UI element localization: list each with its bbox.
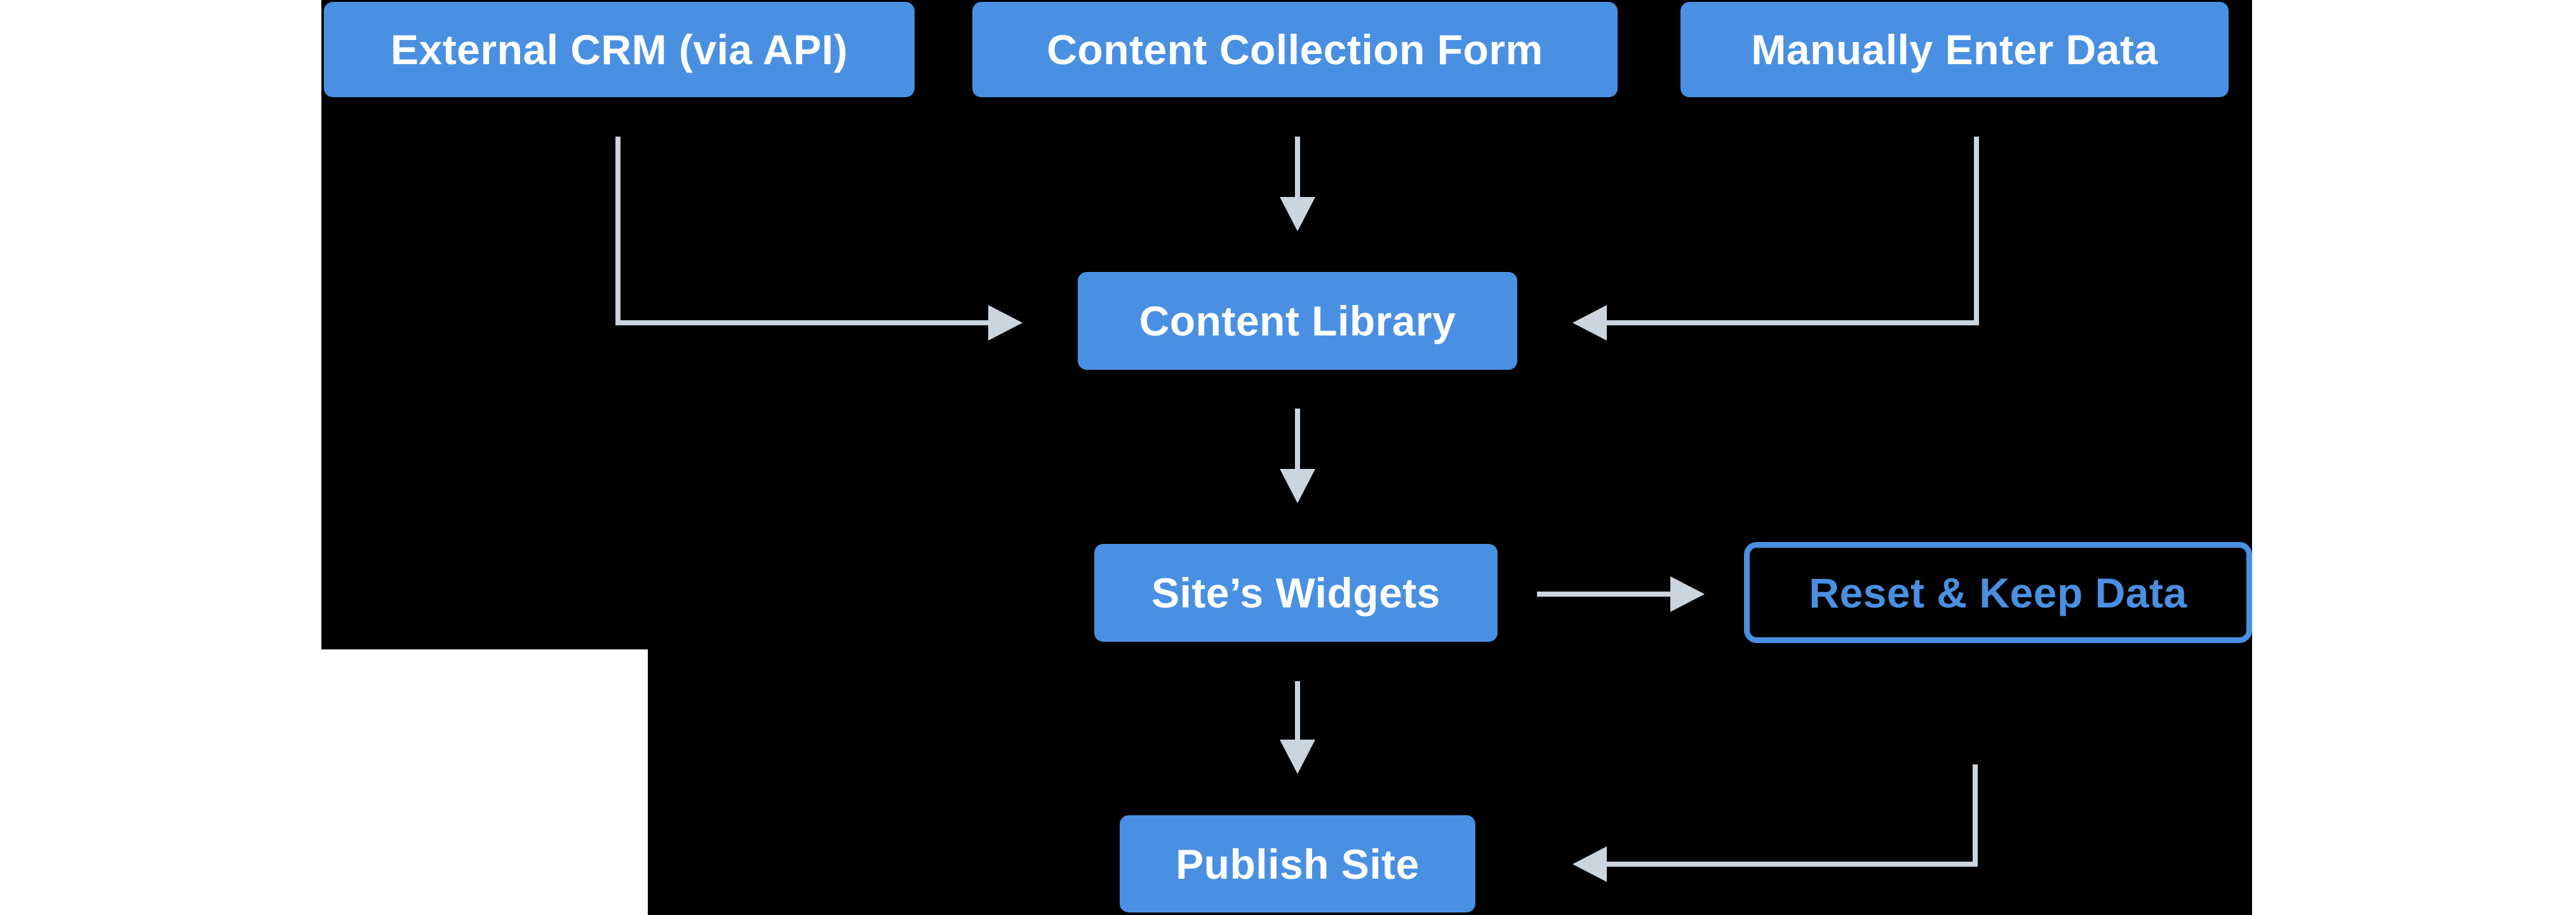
- node-content-library: Content Library: [1078, 272, 1517, 370]
- node-reset-keep-data: Reset & Keep Data: [1744, 542, 2252, 643]
- node-content-collection-form: Content Collection Form: [972, 2, 1618, 97]
- node-external-crm: External CRM (via API): [324, 2, 915, 97]
- node-sites-widgets: Site’s Widgets: [1094, 544, 1498, 642]
- node-manually-enter-data: Manually Enter Data: [1680, 2, 2229, 97]
- node-publish-site: Publish Site: [1120, 815, 1475, 912]
